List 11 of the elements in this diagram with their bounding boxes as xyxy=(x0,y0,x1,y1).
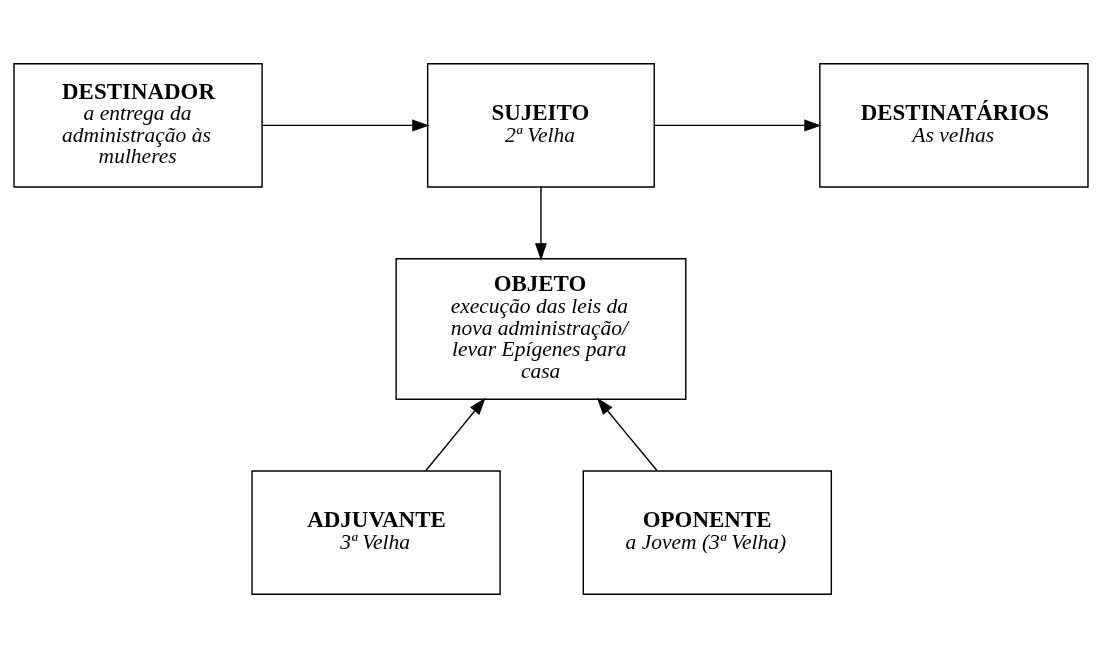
node-box: OPONENTE a Jovem (3ª Velha) xyxy=(582,470,833,595)
node-box: OBJETO execução das leis da nova administração/ levar Epígenes para casa xyxy=(395,258,687,400)
arrow xyxy=(261,119,430,132)
node-box: DESTINATÁRIOS As velhas xyxy=(819,63,1089,188)
arrow xyxy=(596,397,658,472)
node-box: SUJEITO 2ª Velha xyxy=(426,63,655,188)
arrow xyxy=(425,397,486,472)
arrow xyxy=(653,119,822,132)
node-box: ADJUVANTE 3ª Velha xyxy=(251,470,501,595)
arrow xyxy=(534,186,547,261)
node-box: DESTINADOR a entrega da administração às mulheres xyxy=(13,63,263,188)
